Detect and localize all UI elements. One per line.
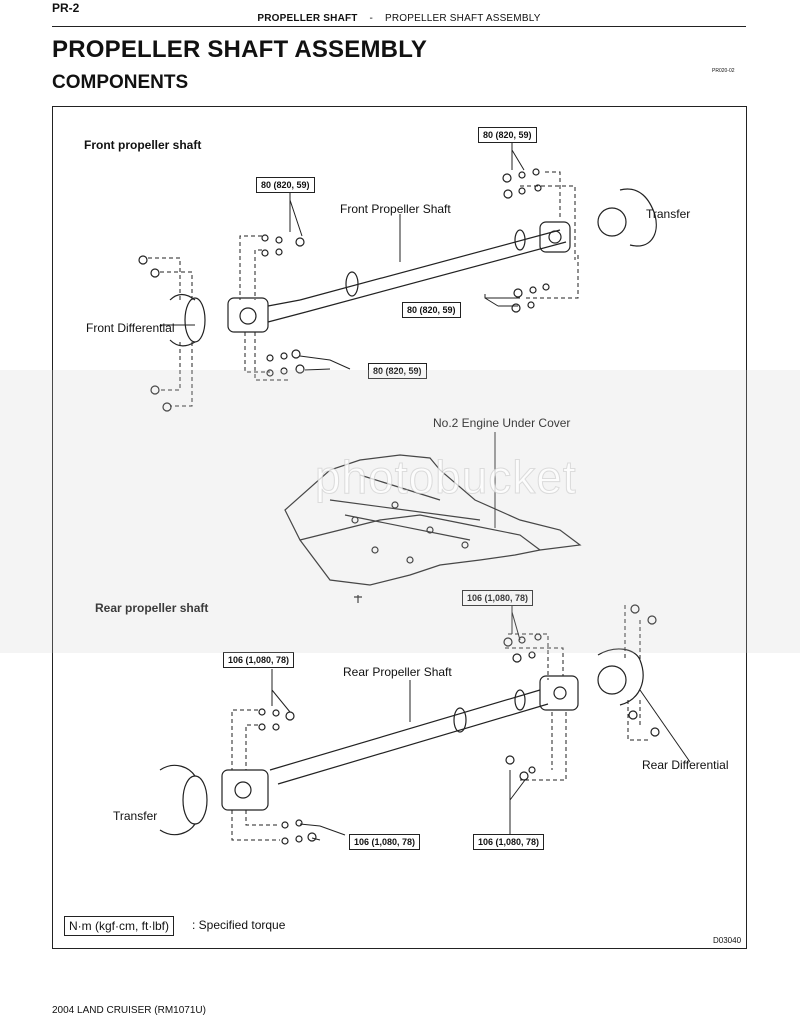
front-section-label: Front propeller shaft (84, 138, 202, 152)
torque-callout: 106 (1,080, 78) (473, 834, 545, 850)
figure-code-bottom: D03040 (713, 936, 742, 945)
running-header: PROPELLER SHAFT - PROPELLER SHAFT ASSEMB… (52, 13, 746, 24)
page-title: PROPELLER SHAFT ASSEMBLY (52, 36, 428, 63)
page-code: PR-2 (52, 1, 80, 15)
engine-under-cover-drawing (284, 454, 582, 603)
header-section: PROPELLER SHAFT (257, 13, 358, 24)
label-front-propeller-shaft: Front Propeller Shaft (340, 202, 451, 216)
label-engine-under-cover: No.2 Engine Under Cover (433, 416, 571, 430)
header-separator: - (369, 13, 374, 24)
page-footer: 2004 LAND CRUISER (RM1071U) (52, 1005, 206, 1016)
torque-callout: 80 (820, 59) (402, 302, 461, 318)
label-rear-propeller-shaft: Rear Propeller Shaft (343, 665, 452, 679)
label-rear-differential: Rear Differential (642, 758, 729, 772)
figure-frame (52, 106, 747, 949)
front-propeller-shaft-drawing (227, 221, 571, 333)
front-bolts (138, 168, 550, 412)
torque-callout: 106 (1,080, 78) (223, 652, 295, 668)
label-transfer-front: Transfer (646, 207, 691, 221)
torque-callout: 106 (1,080, 78) (349, 834, 421, 850)
rear-differential-flange (597, 648, 644, 706)
torque-callout: 80 (820, 59) (478, 127, 537, 143)
torque-legend-unit: N·m (kgf·cm, ft·lbf) (64, 916, 174, 936)
page-subtitle: COMPONENTS (52, 72, 189, 93)
transfer-flange-rear (159, 764, 208, 836)
front-differential-flange (169, 293, 206, 347)
rear-bolts (258, 604, 660, 845)
header-rule (52, 26, 746, 27)
transfer-flange-front (597, 188, 657, 247)
figure-code-top: PR020-02 (712, 68, 735, 74)
torque-callout: 106 (1,080, 78) (462, 590, 534, 606)
torque-legend-text: : Specified torque (192, 918, 286, 932)
torque-callout: 80 (820, 59) (256, 177, 315, 193)
torque-callout: 80 (820, 59) (368, 363, 427, 379)
header-subsection: PROPELLER SHAFT ASSEMBLY (385, 13, 541, 24)
rear-propeller-shaft-drawing (221, 675, 579, 811)
label-transfer-rear: Transfer (113, 809, 158, 823)
rear-section-label: Rear propeller shaft (95, 601, 209, 615)
label-front-differential: Front Differential (86, 321, 175, 335)
